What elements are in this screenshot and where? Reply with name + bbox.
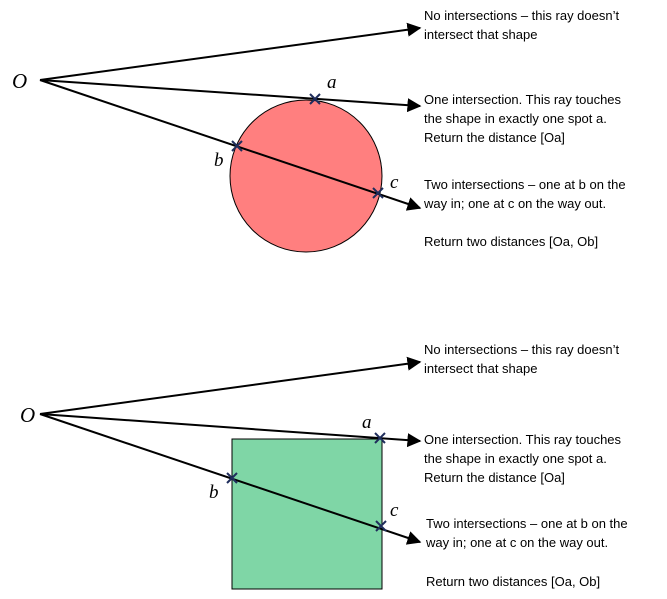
caption-no-intersection: No intersections – this ray doesn’t inte… <box>424 8 623 42</box>
ray-two-intersections <box>39 79 422 211</box>
intersection-marker-a <box>309 93 321 105</box>
intersection-marker-c <box>375 520 387 532</box>
ray-one-intersection <box>39 413 422 448</box>
square-panel: O a b c No intersections – this ray does… <box>20 342 631 590</box>
caption-two-intersections: Two intersections – one at b on the way … <box>425 516 631 550</box>
intersection-marker-b <box>231 140 243 152</box>
caption-no-intersection: No intersections – this ray doesn’t inte… <box>424 342 623 376</box>
point-label-b: b <box>209 482 219 503</box>
caption-one-intersection: One intersection. This ray touches the s… <box>424 432 625 485</box>
ray-two-intersections <box>39 413 422 545</box>
origin-label: O <box>20 403 35 427</box>
point-label-c: c <box>390 500 399 521</box>
ray-no-intersection <box>39 22 422 81</box>
circle-panel: O a b c No intersections – this ray does… <box>12 8 629 253</box>
intersection-marker-a <box>374 432 386 444</box>
caption-two-intersections: Two intersections – one at b on the way … <box>423 177 629 211</box>
point-label-a: a <box>327 72 337 93</box>
caption-one-intersection: One intersection. This ray touches the s… <box>424 92 625 145</box>
intersection-marker-c <box>372 187 384 199</box>
caption-return-two-distances: Return two distances [Oa, Ob] <box>424 234 598 249</box>
point-label-a: a <box>362 412 372 433</box>
origin-label: O <box>12 69 27 93</box>
ray-no-intersection <box>39 356 422 415</box>
intersection-marker-b <box>226 472 238 484</box>
square-shape <box>231 438 383 590</box>
ray-one-intersection <box>39 79 422 113</box>
caption-return-two-distances: Return two distances [Oa, Ob] <box>426 574 600 589</box>
circle-shape <box>229 99 383 253</box>
point-label-b: b <box>214 150 224 171</box>
point-label-c: c <box>390 172 399 193</box>
